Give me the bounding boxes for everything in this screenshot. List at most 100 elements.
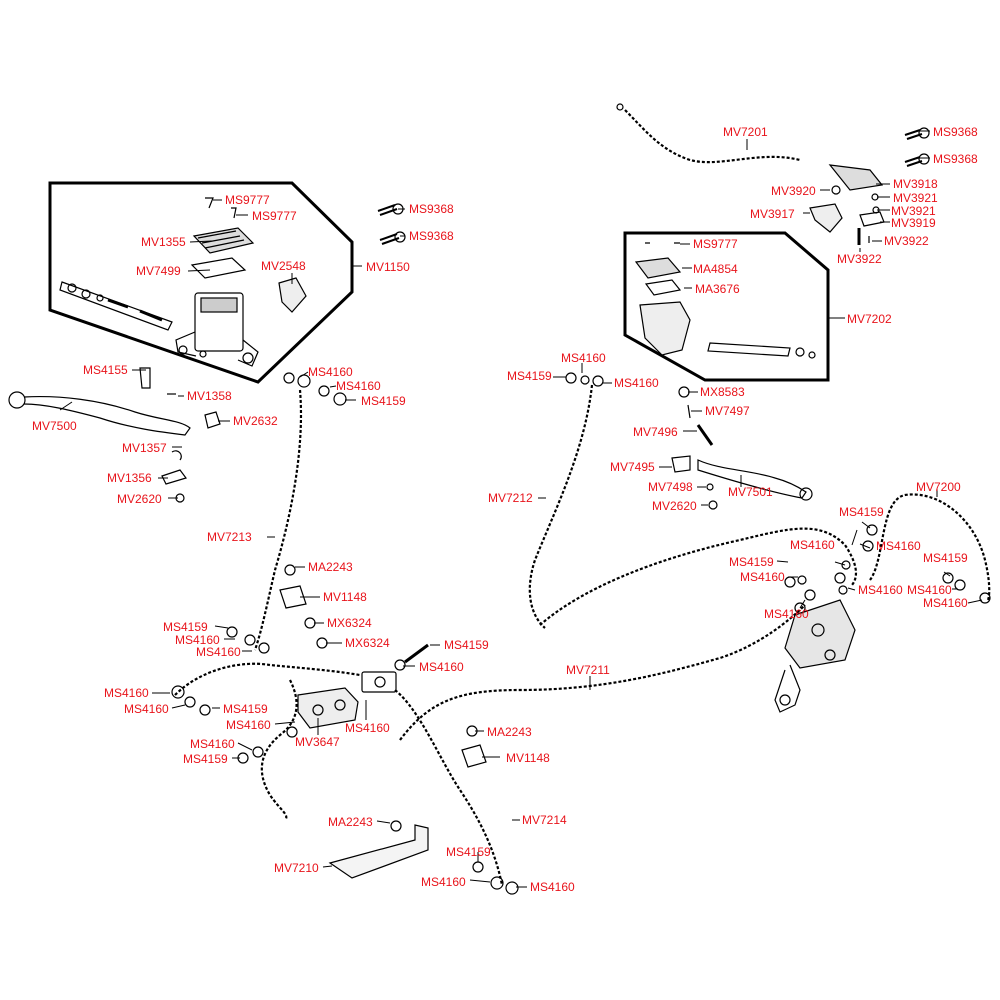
frame-right-kit	[623, 231, 830, 382]
label-ms4160: MS4160	[907, 583, 952, 597]
label-ms4159: MS4159	[507, 369, 552, 383]
label-ms9368: MS9368	[933, 125, 978, 139]
label-mv7500: MV7500	[32, 419, 77, 433]
label-ms4160: MS4160	[124, 702, 169, 716]
label-ms9777: MS9777	[225, 193, 270, 207]
label-ms4160: MS4160	[190, 737, 235, 751]
label-ms4160: MS4160	[876, 539, 921, 553]
hose-left-lower	[260, 679, 298, 821]
label-mv7202: MV7202	[847, 312, 892, 326]
label-mv7498: MV7498	[648, 480, 693, 494]
label-mv1355: MV1355	[141, 235, 186, 249]
label-mx6324: MX6324	[327, 616, 372, 630]
label-ms4160: MS4160	[530, 880, 575, 894]
label-ms4160: MS4160	[175, 633, 220, 647]
brake-hoses	[174, 109, 991, 886]
label-mv1358: MV1358	[187, 389, 232, 403]
kit-frames	[48, 181, 830, 384]
label-ma4854: MA4854	[693, 262, 738, 276]
label-mv7213: MV7213	[207, 530, 252, 544]
label-ms4160: MS4160	[858, 583, 903, 597]
label-mv7201: MV7201	[723, 125, 768, 139]
label-mv1356: MV1356	[107, 471, 152, 485]
label-mv3920: MV3920	[771, 184, 816, 198]
label-ms4160: MS4160	[923, 596, 968, 610]
label-ms4160: MS4160	[790, 538, 835, 552]
label-ma2243: MA2243	[308, 560, 353, 574]
label-ms4155: MS4155	[83, 363, 128, 377]
label-mv3922: MV3922	[884, 234, 929, 248]
label-mv7499: MV7499	[136, 264, 181, 278]
cable-mv7201	[624, 109, 801, 164]
cable-parts-top-right	[616, 103, 930, 245]
label-ms4160: MS4160	[226, 718, 271, 732]
hose-mv7213	[253, 389, 303, 651]
label-mx6324: MX6324	[345, 636, 390, 650]
label-ma2243: MA2243	[487, 725, 532, 739]
label-ms4160: MS4160	[764, 607, 809, 621]
label-ma3676: MA3676	[695, 282, 740, 296]
left-master-cylinder-part	[59, 197, 307, 367]
hose-rear-link	[539, 527, 858, 626]
left-lever-part	[8, 367, 221, 503]
label-ms4159: MS4159	[839, 505, 884, 519]
label-mv3922: MV3922	[837, 252, 882, 266]
label-ms9777: MS9777	[252, 209, 297, 223]
label-ms9368: MS9368	[409, 229, 454, 243]
label-ms4159: MS4159	[444, 638, 489, 652]
label-mv7210: MV7210	[274, 861, 319, 875]
label-mv3921: MV3921	[891, 204, 936, 218]
leader-lines	[59, 130, 983, 888]
right-lever-part	[565, 372, 813, 510]
label-mv7212: MV7212	[488, 491, 533, 505]
label-ms4160: MS4160	[419, 660, 464, 674]
label-ms9368: MS9368	[409, 202, 454, 216]
label-ms4160: MS4160	[740, 570, 785, 584]
label-ms4160: MS4160	[345, 721, 390, 735]
label-mv2632: MV2632	[233, 414, 278, 428]
label-ms9368: MS9368	[933, 152, 978, 166]
label-ms4159: MS4159	[446, 845, 491, 859]
bracket-part	[328, 820, 519, 895]
rear-master-cylinder-part	[774, 524, 991, 713]
label-ms4160: MS4160	[614, 376, 659, 390]
label-mv2620: MV2620	[117, 492, 162, 506]
label-mv3921: MV3921	[893, 191, 938, 205]
hose-mv7200	[869, 493, 991, 601]
label-ms4160: MS4160	[104, 686, 149, 700]
label-mv3918: MV3918	[893, 177, 938, 191]
label-ma2243: MA2243	[328, 815, 373, 829]
label-mv1150: MV1150	[366, 260, 410, 274]
label-mv7200: MV7200	[916, 480, 961, 494]
label-ms4159: MS4159	[923, 551, 968, 565]
label-ms4160: MS4160	[196, 645, 241, 659]
label-ms4159: MS4159	[223, 702, 268, 716]
label-ms9777: MS9777	[693, 237, 738, 251]
label-mv7497: MV7497	[705, 404, 750, 418]
right-master-cylinder-part	[634, 242, 816, 359]
label-mv7501: MV7501	[728, 485, 773, 499]
label-ms4159: MS4159	[183, 752, 228, 766]
hose-mv7211	[399, 604, 806, 741]
hose-mv7214	[394, 689, 504, 886]
label-mv3919: MV3919	[891, 216, 936, 230]
parts-art	[8, 103, 991, 895]
label-mx8583: MX8583	[700, 385, 745, 399]
hose-mv7212	[528, 384, 594, 629]
frame-left-kit	[48, 181, 354, 384]
label-ms4160: MS4160	[308, 365, 353, 379]
label-mv1148: MV1148	[323, 590, 367, 604]
label-mv1357: MV1357	[122, 441, 167, 455]
label-ms4160: MS4160	[336, 379, 381, 393]
hose-left-junction	[174, 662, 361, 696]
label-ms4159: MS4159	[729, 555, 774, 569]
label-mv3917: MV3917	[750, 207, 795, 221]
label-mv2620: MV2620	[652, 499, 697, 513]
label-mv3647: MV3647	[295, 735, 340, 749]
label-ms4160: MS4160	[421, 875, 466, 889]
label-mv7495: MV7495	[610, 460, 655, 474]
label-mv1148: MV1148	[506, 751, 550, 765]
label-mv7214: MV7214	[522, 813, 567, 827]
label-mv7496: MV7496	[633, 425, 678, 439]
